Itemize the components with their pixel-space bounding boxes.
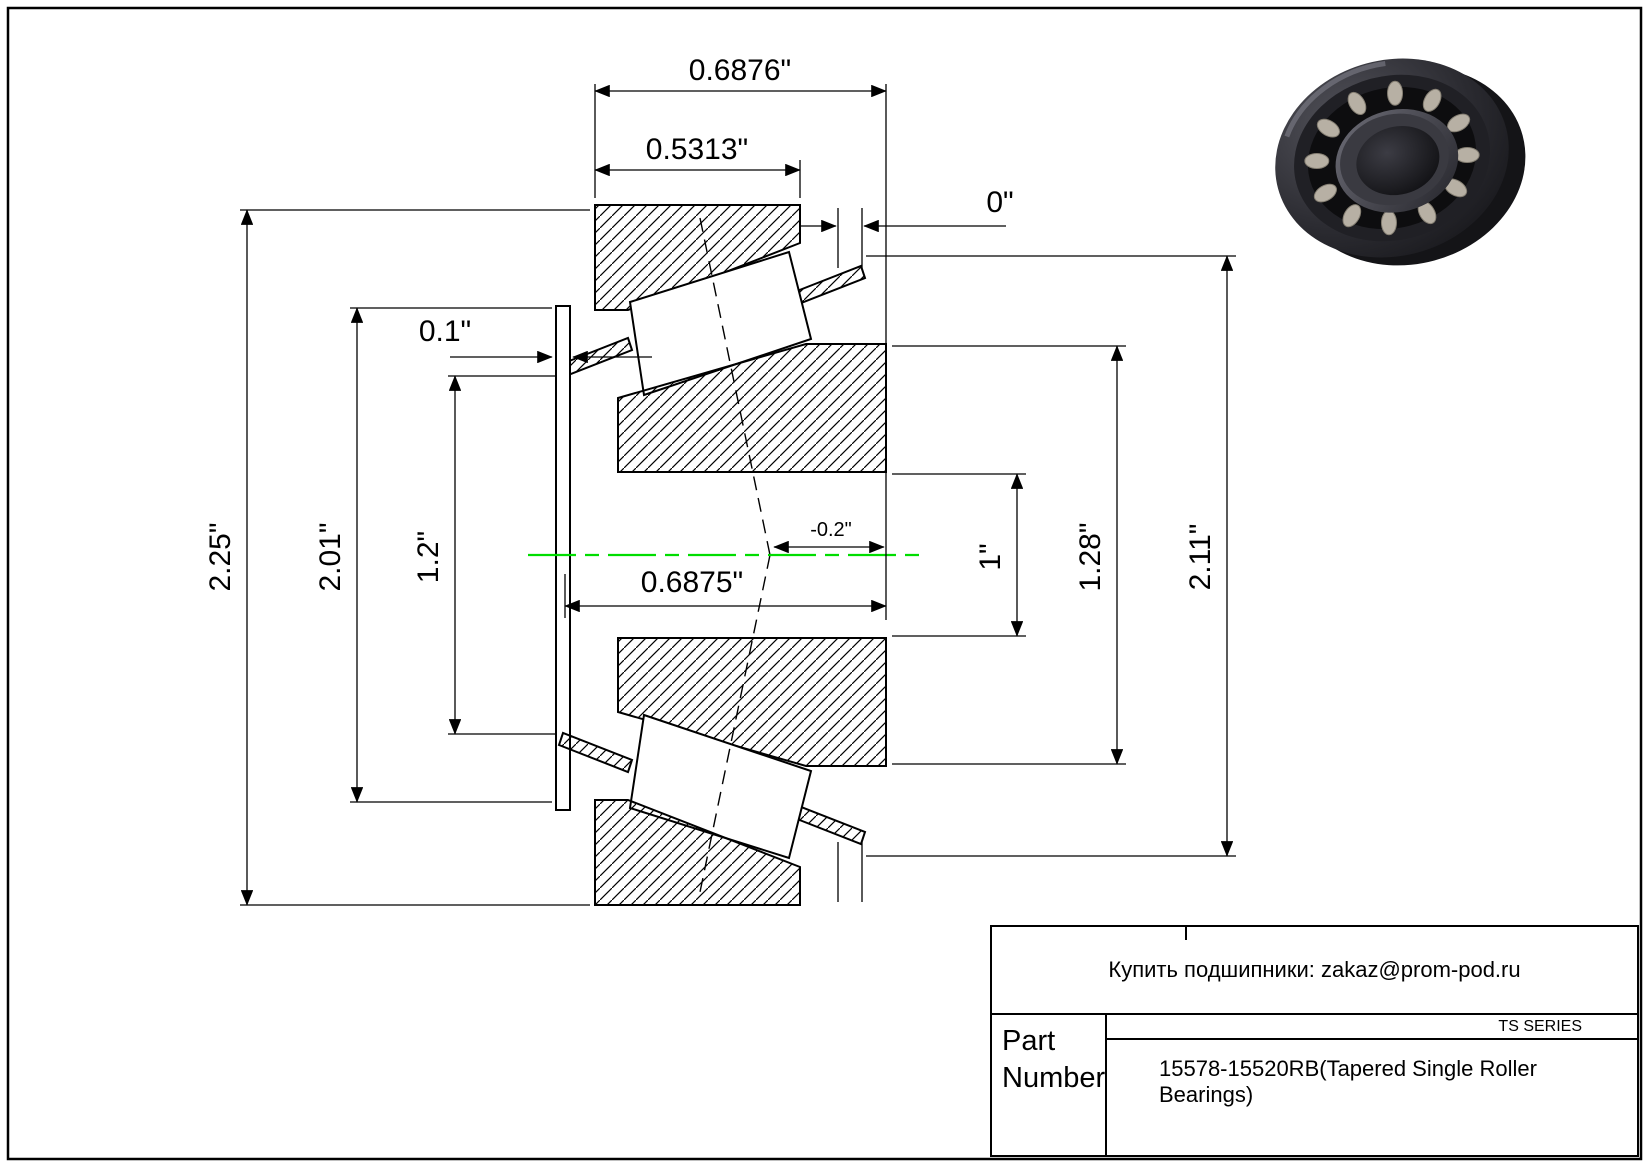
bearing-3d-image [1275,58,1526,266]
title-block-divider-tick [1185,927,1187,940]
cup-section-bottom [594,799,801,906]
dim-effective-center: -0.2" [810,519,852,541]
flange-strip [555,305,571,811]
cage-strip-bottom-right [795,805,867,846]
contact-cell: Купить подшипники: zakaz@prom-pod.ru [992,927,1637,1015]
dim-bore: 1" [974,543,1007,570]
dim-inner-height: 1.2" [412,531,445,583]
part-number-value: 15578-15520RB(Tapered Single Roller Bear… [1159,1056,1537,1107]
part-label-line1: Part [1002,1025,1056,1057]
roller-section-top [628,250,813,397]
dim-outer-height: 2.25" [204,522,237,591]
dim-flange-width: 0.1" [419,315,471,348]
sheet-border [6,6,1643,1161]
title-block: Купить подшипники: zakaz@prom-pod.ru Par… [990,925,1639,1157]
dim-cup-width: 0.5313" [646,133,748,166]
title-block-right: TS SERIES 15578-15520RB(Tapered Single R… [1107,1015,1637,1155]
cage-strip-bottom-left [557,731,634,774]
dim-overall-width: 0.6876" [689,54,791,87]
cone-section-bottom [617,637,887,767]
dim-flange-od: 2.01" [314,522,347,591]
bearing-3d-rollers [1304,80,1480,236]
part-label-line2: Number [1002,1062,1106,1094]
dim-cup-od: 2.11" [1184,524,1217,591]
dimension-labels: 0.6876" 0.5313" 0" 0.1" 2.25" 2.01" 1.2"… [204,54,1217,599]
part-number-label: Part Number [992,1015,1107,1155]
dim-cone-width: 0.6875" [641,566,743,599]
series-label: TS SERIES [1107,1015,1637,1040]
contact-text: Купить подшипники: zakaz@prom-pod.ru [1108,957,1521,982]
bearing-3d-highlight [1284,61,1386,138]
bearing-3d-bore [1356,125,1440,196]
cage-strip-top-right [795,264,867,305]
dimension-lines [240,84,1234,906]
roller-axis-top [699,217,771,556]
extension-lines [240,84,1236,906]
dim-backface-offset: 0" [986,186,1013,219]
bearing-cross-section [528,204,922,906]
dim-cone-od: 1.28" [1074,522,1107,591]
title-block-lower: Part Number TS SERIES 15578-15520RB(Tape… [992,1015,1637,1155]
